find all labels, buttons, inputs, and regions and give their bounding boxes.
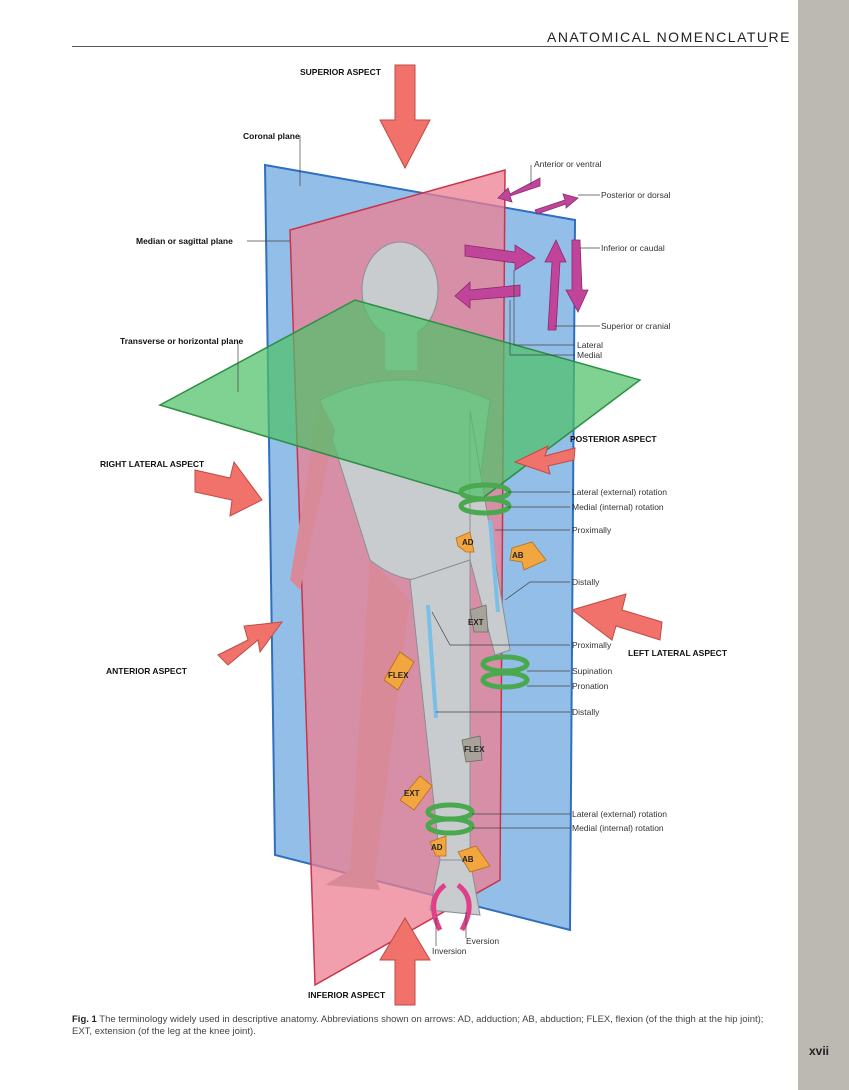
figure-caption-text: The terminology widely used in descripti… — [72, 1014, 764, 1037]
lateral-label: Lateral — [577, 340, 603, 350]
header-rule — [72, 46, 768, 47]
posterior-aspect-label: POSTERIOR ASPECT — [570, 434, 657, 444]
arm-medial-rotation-label: Medial (internal) rotation — [572, 502, 664, 512]
leg-distally-label: Distally — [572, 707, 600, 717]
page-edge-bar — [798, 0, 849, 1090]
anterior-aspect-label: ANTERIOR ASPECT — [106, 666, 188, 676]
inferior-aspect-arrow — [379, 917, 431, 1006]
figure-caption: Fig. 1 The terminology widely used in de… — [72, 1014, 778, 1038]
eversion-label: Eversion — [466, 936, 499, 946]
left-lateral-aspect-label: LEFT LATERAL ASPECT — [628, 648, 728, 658]
median-plane-label: Median or sagittal plane — [136, 236, 233, 246]
anatomical-figure: AD AB FLEX EXT FLEX EXT AD AB SUPERIOR A… — [100, 64, 728, 1006]
inferior-caudal-label: Inferior or caudal — [601, 243, 665, 253]
arm-distally-label: Distally — [572, 577, 600, 587]
leader-lines — [237, 135, 600, 946]
transverse-plane — [158, 299, 642, 501]
ab-label-foot: AB — [462, 855, 474, 864]
ad-label-foot: AD — [431, 843, 443, 852]
arm-lateral-rotation-label: Lateral (external) rotation — [572, 487, 667, 497]
right-lateral-aspect-label: RIGHT LATERAL ASPECT — [100, 459, 205, 469]
flex-label-leg: FLEX — [464, 745, 485, 754]
coronal-plane-label: Coronal plane — [243, 131, 300, 141]
posterior-aspect-arrow — [513, 445, 576, 475]
ad-label-arm: AD — [462, 538, 474, 547]
inferior-aspect-label: INFERIOR ASPECT — [308, 990, 386, 1000]
ext-label-leg: EXT — [404, 789, 420, 798]
leg-medial-rotation-label: Medial (internal) rotation — [572, 823, 664, 833]
right-lateral-aspect-arrow — [194, 460, 263, 517]
supination-label: Supination — [572, 666, 612, 676]
superior-aspect-arrow — [379, 64, 431, 170]
page-number: xvii — [809, 1044, 830, 1058]
medial-label: Medial — [577, 350, 602, 360]
ad-ab-flex-ext-arrows — [383, 531, 547, 873]
transverse-plane-label: Transverse or horizontal plane — [120, 336, 244, 346]
anterior-ventral-label: Anterior or ventral — [534, 159, 602, 169]
ext-label-upper: EXT — [468, 618, 484, 627]
superior-cranial-label: Superior or cranial — [601, 321, 671, 331]
posterior-dorsal-label: Posterior or dorsal — [601, 190, 671, 200]
leg-lateral-rotation-label: Lateral (external) rotation — [572, 809, 667, 819]
inversion-label: Inversion — [432, 946, 467, 956]
superior-aspect-label: SUPERIOR ASPECT — [300, 67, 382, 77]
axis-arrows — [426, 519, 500, 719]
figure-caption-label: Fig. 1 — [72, 1014, 97, 1025]
arm-proximally-label: Proximally — [572, 525, 612, 535]
leg-proximally-label: Proximally — [572, 640, 612, 650]
page-header-title: ANATOMICAL NOMENCLATURE — [546, 29, 791, 45]
foot-rotation-arrows — [431, 883, 472, 932]
anterior-aspect-arrow — [217, 621, 284, 666]
flex-label-thigh: FLEX — [388, 671, 409, 680]
pronation-label: Pronation — [572, 681, 609, 691]
ab-label-arm: AB — [512, 551, 524, 560]
left-lateral-aspect-arrow — [570, 593, 663, 641]
